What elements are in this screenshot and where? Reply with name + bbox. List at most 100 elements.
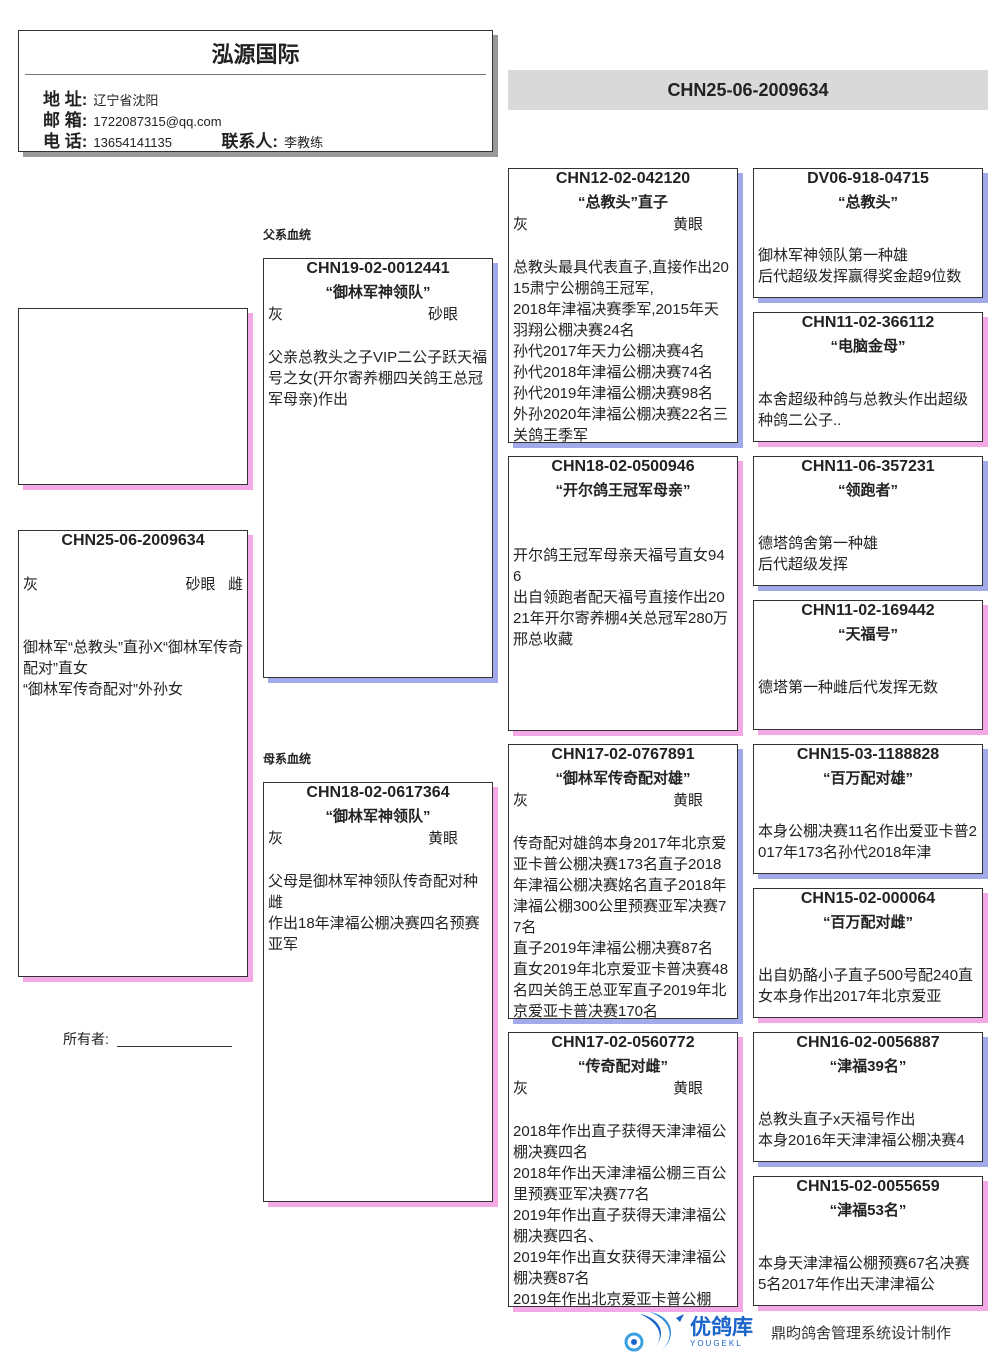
color: 灰	[23, 576, 39, 593]
eye: 黄眼	[672, 792, 703, 809]
ring-number: CHN18-02-0500946	[551, 458, 695, 475]
sex: 雌	[227, 576, 243, 593]
color: 灰	[513, 792, 529, 809]
ring-number: CHN15-02-000064	[800, 890, 936, 907]
notes: 御林军神领队第一种雄 后代超级发挥赢得奖金超9位数	[758, 247, 962, 285]
credit-text: 鼎昀鸽舍管理系统设计制作	[771, 1324, 952, 1342]
eye: 砂眼	[427, 306, 458, 323]
address-label: 地 址:	[43, 90, 88, 109]
loft-name: 泓源国际	[211, 42, 300, 67]
ring-number: CHN15-02-0055659	[796, 1178, 940, 1195]
notes: 德塔鸽舍第一种雄 后代超级发挥	[758, 535, 879, 573]
notes: 父亲总教头之子VIP二公子跃天福号之女(开尔寄养棚四关鸽王总冠军母亲)作出	[268, 349, 488, 408]
notes: 本身天津津福公棚预赛67名决赛5名2017年作出天津津福公	[758, 1255, 970, 1293]
phone-value: 13654141135	[93, 135, 172, 150]
email-row: 邮 箱: 1722087315@qq.com	[43, 106, 222, 131]
notes: 御林军“总教头”直孙X“御林军传奇配对”直女 “御林军传奇配对”外孙女	[23, 639, 243, 698]
ring-number: CHN17-02-0560772	[551, 1034, 695, 1051]
ring-number: CHN12-02-042120	[555, 170, 691, 187]
eye: 黄眼	[427, 830, 458, 847]
attributes: 灰 黄眼	[509, 789, 737, 811]
pigeon-name: “百万配对雌”	[822, 914, 913, 931]
pigeon-name: “津福53名”	[829, 1202, 907, 1219]
notes: 传奇配对雄鸽本身2017年北京爱亚卡普公棚决赛173名直子2018年津福公棚决赛…	[513, 835, 729, 1019]
great-grandparent-card: CHN15-02-0055659 “津福53名” 本身天津津福公棚预赛67名决赛5名…	[753, 1176, 983, 1306]
ring-number: DV06-918-04715	[807, 170, 929, 187]
attributes: 灰黄眼	[509, 213, 737, 235]
attributes: 灰 黄眼	[509, 1077, 737, 1099]
owner-label: 所有者:	[63, 1031, 109, 1047]
notes: 2018年作出直子获得天津津福公棚决赛四名 2018年作出天津津福公棚三百公里预…	[513, 1123, 727, 1307]
color: 灰	[513, 216, 529, 233]
brand-name: 优鸽库	[690, 1315, 753, 1339]
pigeon-name: “开尔鸽王冠军母亲”	[555, 482, 691, 499]
pigeon-name: “总教头”	[837, 194, 898, 211]
ring-number: CHN11-06-357231	[801, 458, 935, 475]
attributes: 灰 黄眼	[264, 827, 492, 849]
great-grandparent-card: CHN11-02-366112 “电脑金母” 本舍超级种鸽与总教头作出超级种鸽二公子…	[753, 312, 983, 442]
yougeku-logo-icon	[624, 1312, 684, 1352]
grandparent-card: CHN12-02-042120 “总教头”直子灰黄眼总教头最具代表直子,直接作出2…	[508, 168, 738, 443]
great-grandparent-card: CHN15-03-1188828 “百万配对雄” 本身公棚决赛11名作出爱亚卡普20…	[753, 744, 983, 874]
great-grandparent-card: CHN16-02-0056887 “津福39名” 总教头直子x天福号作出 本身201…	[753, 1032, 983, 1162]
owner-field: 所有者:	[63, 1029, 232, 1049]
brand-name-en: YOUGEKL	[690, 1338, 743, 1348]
color: 灰	[268, 830, 284, 847]
notes: 总教头直子x天福号作出 本身2016年天津津福公棚决赛4	[758, 1111, 965, 1149]
notes: 总教头最具代表直子,直接作出2015肃宁公棚鸽王冠军, 2018年津福决赛季军,…	[513, 259, 729, 443]
notes: 父母是御林军神领队传奇配对种雌 作出18年津福公棚决赛四名预赛亚军	[268, 873, 480, 953]
pigeon-name: “御林军神领队”	[325, 808, 431, 825]
ring-number: CHN11-02-366112	[801, 314, 935, 331]
notes: 本舍超级种鸽与总教头作出超级种鸽二公子..	[758, 391, 969, 429]
address-row: 地 址: 辽宁省沈阳	[43, 85, 158, 110]
pigeon-name: “天福号”	[837, 626, 898, 643]
phone-label: 电 话:	[43, 132, 88, 151]
subject-card: CHN25-06-2009634 灰 砂眼 雌 御林军“总教头”直孙X“御林军传奇…	[18, 530, 248, 977]
contact-label: 联系人:	[221, 132, 279, 151]
great-grandparent-card: CHN15-02-000064 “百万配对雌” 出自奶酪小子直子500号配240直女…	[753, 888, 983, 1018]
contact-value: 李教练	[284, 135, 324, 150]
pigeon-name: “百万配对雄”	[822, 770, 913, 787]
ring-number: CHN11-02-169442	[801, 602, 935, 619]
dam-section-label: 母系血统	[263, 752, 312, 766]
ring-number: CHN25-06-2009634	[61, 532, 205, 549]
color: 灰	[268, 306, 284, 323]
grandparent-card: CHN17-02-0767891“御林军传奇配对雄”灰黄眼传奇配对雄鸽本身201…	[508, 744, 738, 1019]
ring-number: CHN16-02-0056887	[796, 1034, 940, 1051]
ring-number: CHN19-02-0012441	[306, 260, 450, 277]
great-grandparent-card: CHN11-06-357231 “领跑者” 德塔鸽舍第一种雄 后代超级发挥	[753, 456, 983, 586]
footer: 优鸽库 YOUGEKL 鼎昀鸽舍管理系统设计制作	[620, 1310, 951, 1354]
pigeon-name: “电脑金母”	[830, 338, 906, 355]
eye: 黄眼	[672, 1080, 703, 1097]
loft-info-card: 泓源国际 地 址: 辽宁省沈阳 邮 箱: 1722087315@qq.com 电 话…	[18, 30, 493, 152]
dam-card: CHN18-02-0617364“御林军神领队”灰黄眼父母是御林军神领队传奇配对…	[263, 782, 493, 1202]
notes: 德塔第一种雌后代发挥无数	[758, 679, 939, 696]
eye: 砂眼	[185, 576, 216, 593]
notes: 开尔鸽王冠军母亲天福号直女946 出自领跑者配天福号直接作出2021年开尔寄养棚…	[513, 547, 729, 648]
notes: 本身公棚决赛11名作出爱亚卡普2017年173名孙代2018年津	[758, 823, 977, 861]
color: 灰	[513, 1080, 529, 1097]
pedigree-title: CHN25-06-2009634	[508, 70, 988, 110]
photo-box	[18, 308, 248, 485]
email-label: 邮 箱:	[43, 111, 88, 130]
email-value: 1722087315@qq.com	[93, 114, 222, 129]
owner-blank	[116, 1046, 232, 1047]
address-value: 辽宁省沈阳	[93, 93, 159, 108]
pigeon-name: “总教头”直子	[577, 194, 668, 211]
sire-card: CHN19-02-0012441 “御林军神领队” 灰 砂眼父亲总教头之子VIP二公子…	[263, 258, 493, 678]
sire-section-label: 父系血统	[263, 228, 312, 242]
phone-row: 电 话: 13654141135 联系人: 李教练	[43, 127, 323, 152]
notes: 出自奶酪小子直子500号配240直女本身作出2017年北京爱亚	[758, 967, 974, 1005]
divider	[25, 74, 486, 75]
pigeon-name: “领跑者”	[837, 482, 898, 499]
pigeon-name: “御林军神领队”	[325, 284, 431, 301]
great-grandparent-card: DV06-918-04715 “总教头” 御林军神领队第一种雄 后代超级发挥赢得奖金…	[753, 168, 983, 298]
ring-number: CHN15-03-1188828	[796, 746, 940, 763]
great-grandparent-card: CHN11-02-169442 “天福号” 德塔第一种雌后代发挥无数	[753, 600, 983, 730]
attributes: 灰 砂眼	[264, 303, 492, 325]
attributes: 灰 砂眼 雌	[19, 573, 247, 595]
pigeon-name: “津福39名”	[829, 1058, 907, 1075]
grandparent-card: CHN18-02-0500946 “开尔鸽王冠军母亲” 开尔鸽王冠军母亲天福号直女9…	[508, 456, 738, 731]
